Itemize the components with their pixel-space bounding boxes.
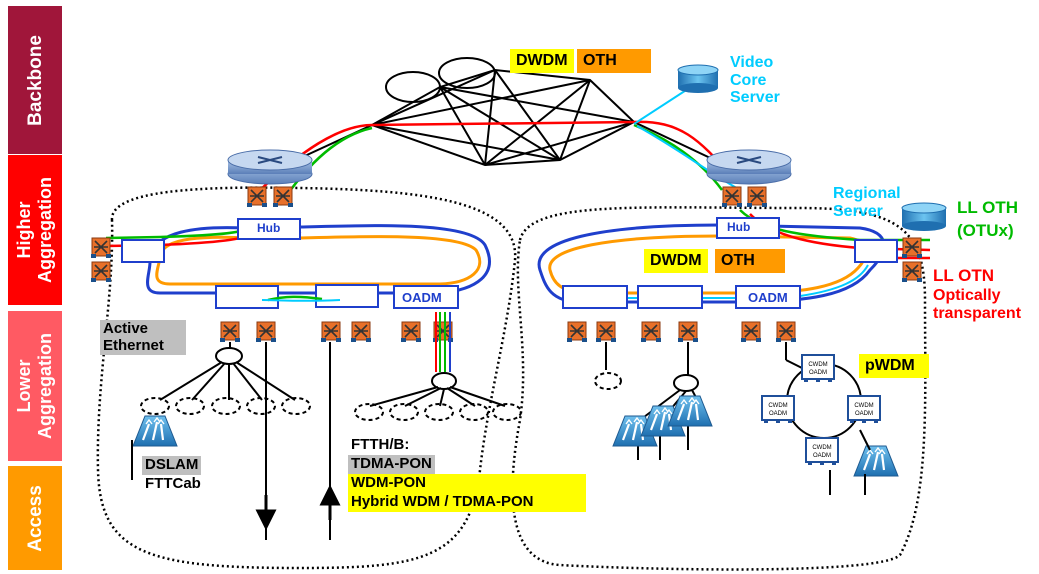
crossconnect-icon xyxy=(90,261,112,283)
optically-transparent-label: Optically transparent xyxy=(933,287,1022,322)
router-left xyxy=(227,149,313,185)
crossconnect-icon xyxy=(901,237,923,259)
crossconnect-icon xyxy=(400,321,422,343)
crossconnect-icon xyxy=(246,186,268,208)
cwdm-oadm-icon xyxy=(805,437,839,466)
active-ethernet-label: Active Ethernet xyxy=(100,320,186,355)
crossconnect-icon xyxy=(272,186,294,208)
band-lower-aggregation: Lower Aggregation xyxy=(8,311,62,461)
ring-dwdm-badge: DWDM xyxy=(644,249,708,273)
cwdm-oadm-icon xyxy=(761,395,795,424)
crossconnect-icon xyxy=(901,261,923,283)
ll-otn-label: LL OTN xyxy=(933,266,995,285)
cwdm-oadm-icon xyxy=(847,395,881,424)
hybrid-pon-label: Hybrid WDM / TDMA-PON xyxy=(348,493,586,512)
crossconnect-icon xyxy=(640,321,662,343)
ring-oth-badge: OTH xyxy=(715,249,785,273)
regional-server-label: Regional Server xyxy=(833,185,901,220)
cwdm-oadm-icon xyxy=(801,354,835,383)
otux-label: (OTUx) xyxy=(957,221,1014,240)
hub-right-label: Hub xyxy=(727,220,751,234)
left-metro-ring xyxy=(146,224,491,295)
backbone-mesh xyxy=(269,57,741,173)
crossconnect-icon xyxy=(566,321,588,343)
crossconnect-icon xyxy=(740,321,762,343)
crossconnect-icon xyxy=(320,321,342,343)
crossconnect-icon xyxy=(677,321,699,343)
dslam-icon xyxy=(852,444,900,478)
crossconnect-icon xyxy=(595,321,617,343)
regional-server-icon xyxy=(901,202,947,231)
left-aggregation-domain xyxy=(96,186,517,570)
ftth-label: FTTH/B: xyxy=(351,436,410,453)
crossconnect-icon xyxy=(255,321,277,343)
router-right xyxy=(706,149,792,185)
band-higher-aggregation: Higher Aggregation xyxy=(8,155,62,305)
tdma-pon-label: TDMA-PON xyxy=(348,455,435,474)
video-core-server-icon xyxy=(677,64,719,93)
dslam-label: DSLAM xyxy=(142,456,202,475)
top-oth-badge: OTH xyxy=(577,49,651,73)
fttcab-label: FTTCab xyxy=(145,475,201,492)
band-access: Access xyxy=(8,466,62,570)
wdm-pon-label: WDM-PON xyxy=(348,474,586,493)
top-dwdm-badge: DWDM xyxy=(510,49,574,73)
dslam-icon xyxy=(131,414,179,448)
pwdm-badge: pWDM xyxy=(859,354,929,378)
band-backbone: Backbone xyxy=(8,6,62,154)
crossconnect-icon xyxy=(219,321,241,343)
ll-oth-label: LL OTH xyxy=(957,198,1019,217)
dslam-icon xyxy=(666,394,714,428)
crossconnect-icon xyxy=(775,321,797,343)
oadm-left-label: OADM xyxy=(402,290,442,305)
oadm-right-label: OADM xyxy=(748,290,788,305)
video-core-server-label: Video Core Server xyxy=(730,54,780,107)
right-aggregation-domain xyxy=(511,206,927,571)
crossconnect-icon xyxy=(721,186,743,208)
crossconnect-icon xyxy=(90,237,112,259)
crossconnect-icon xyxy=(746,186,768,208)
hub-left-label: Hub xyxy=(257,221,281,235)
crossconnect-icon xyxy=(350,321,372,343)
